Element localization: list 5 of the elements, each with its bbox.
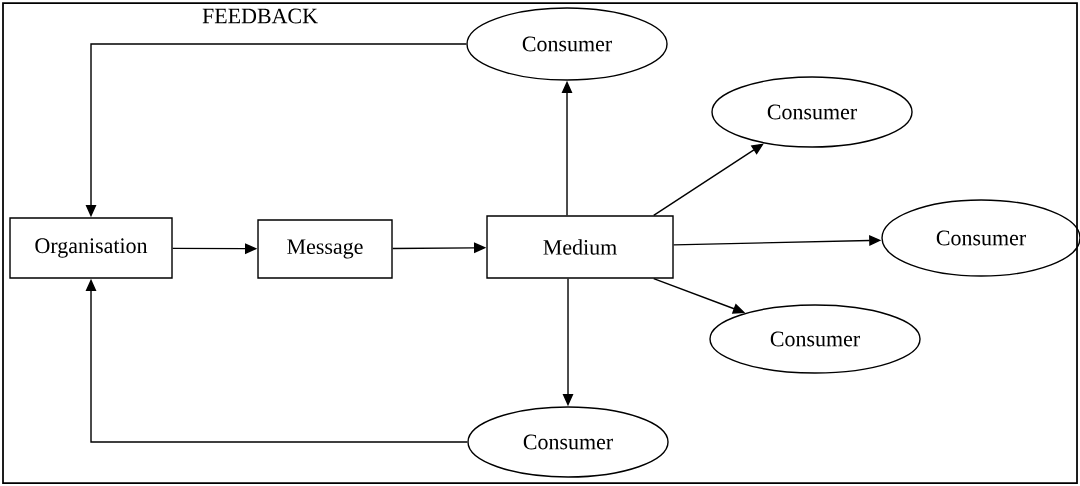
- process-box: Message: [257, 219, 393, 279]
- edge-label: FEEDBACK: [200, 6, 320, 26]
- process-box: Medium: [486, 215, 674, 279]
- arrow: [653, 143, 764, 216]
- process-box: Organisation: [9, 217, 173, 279]
